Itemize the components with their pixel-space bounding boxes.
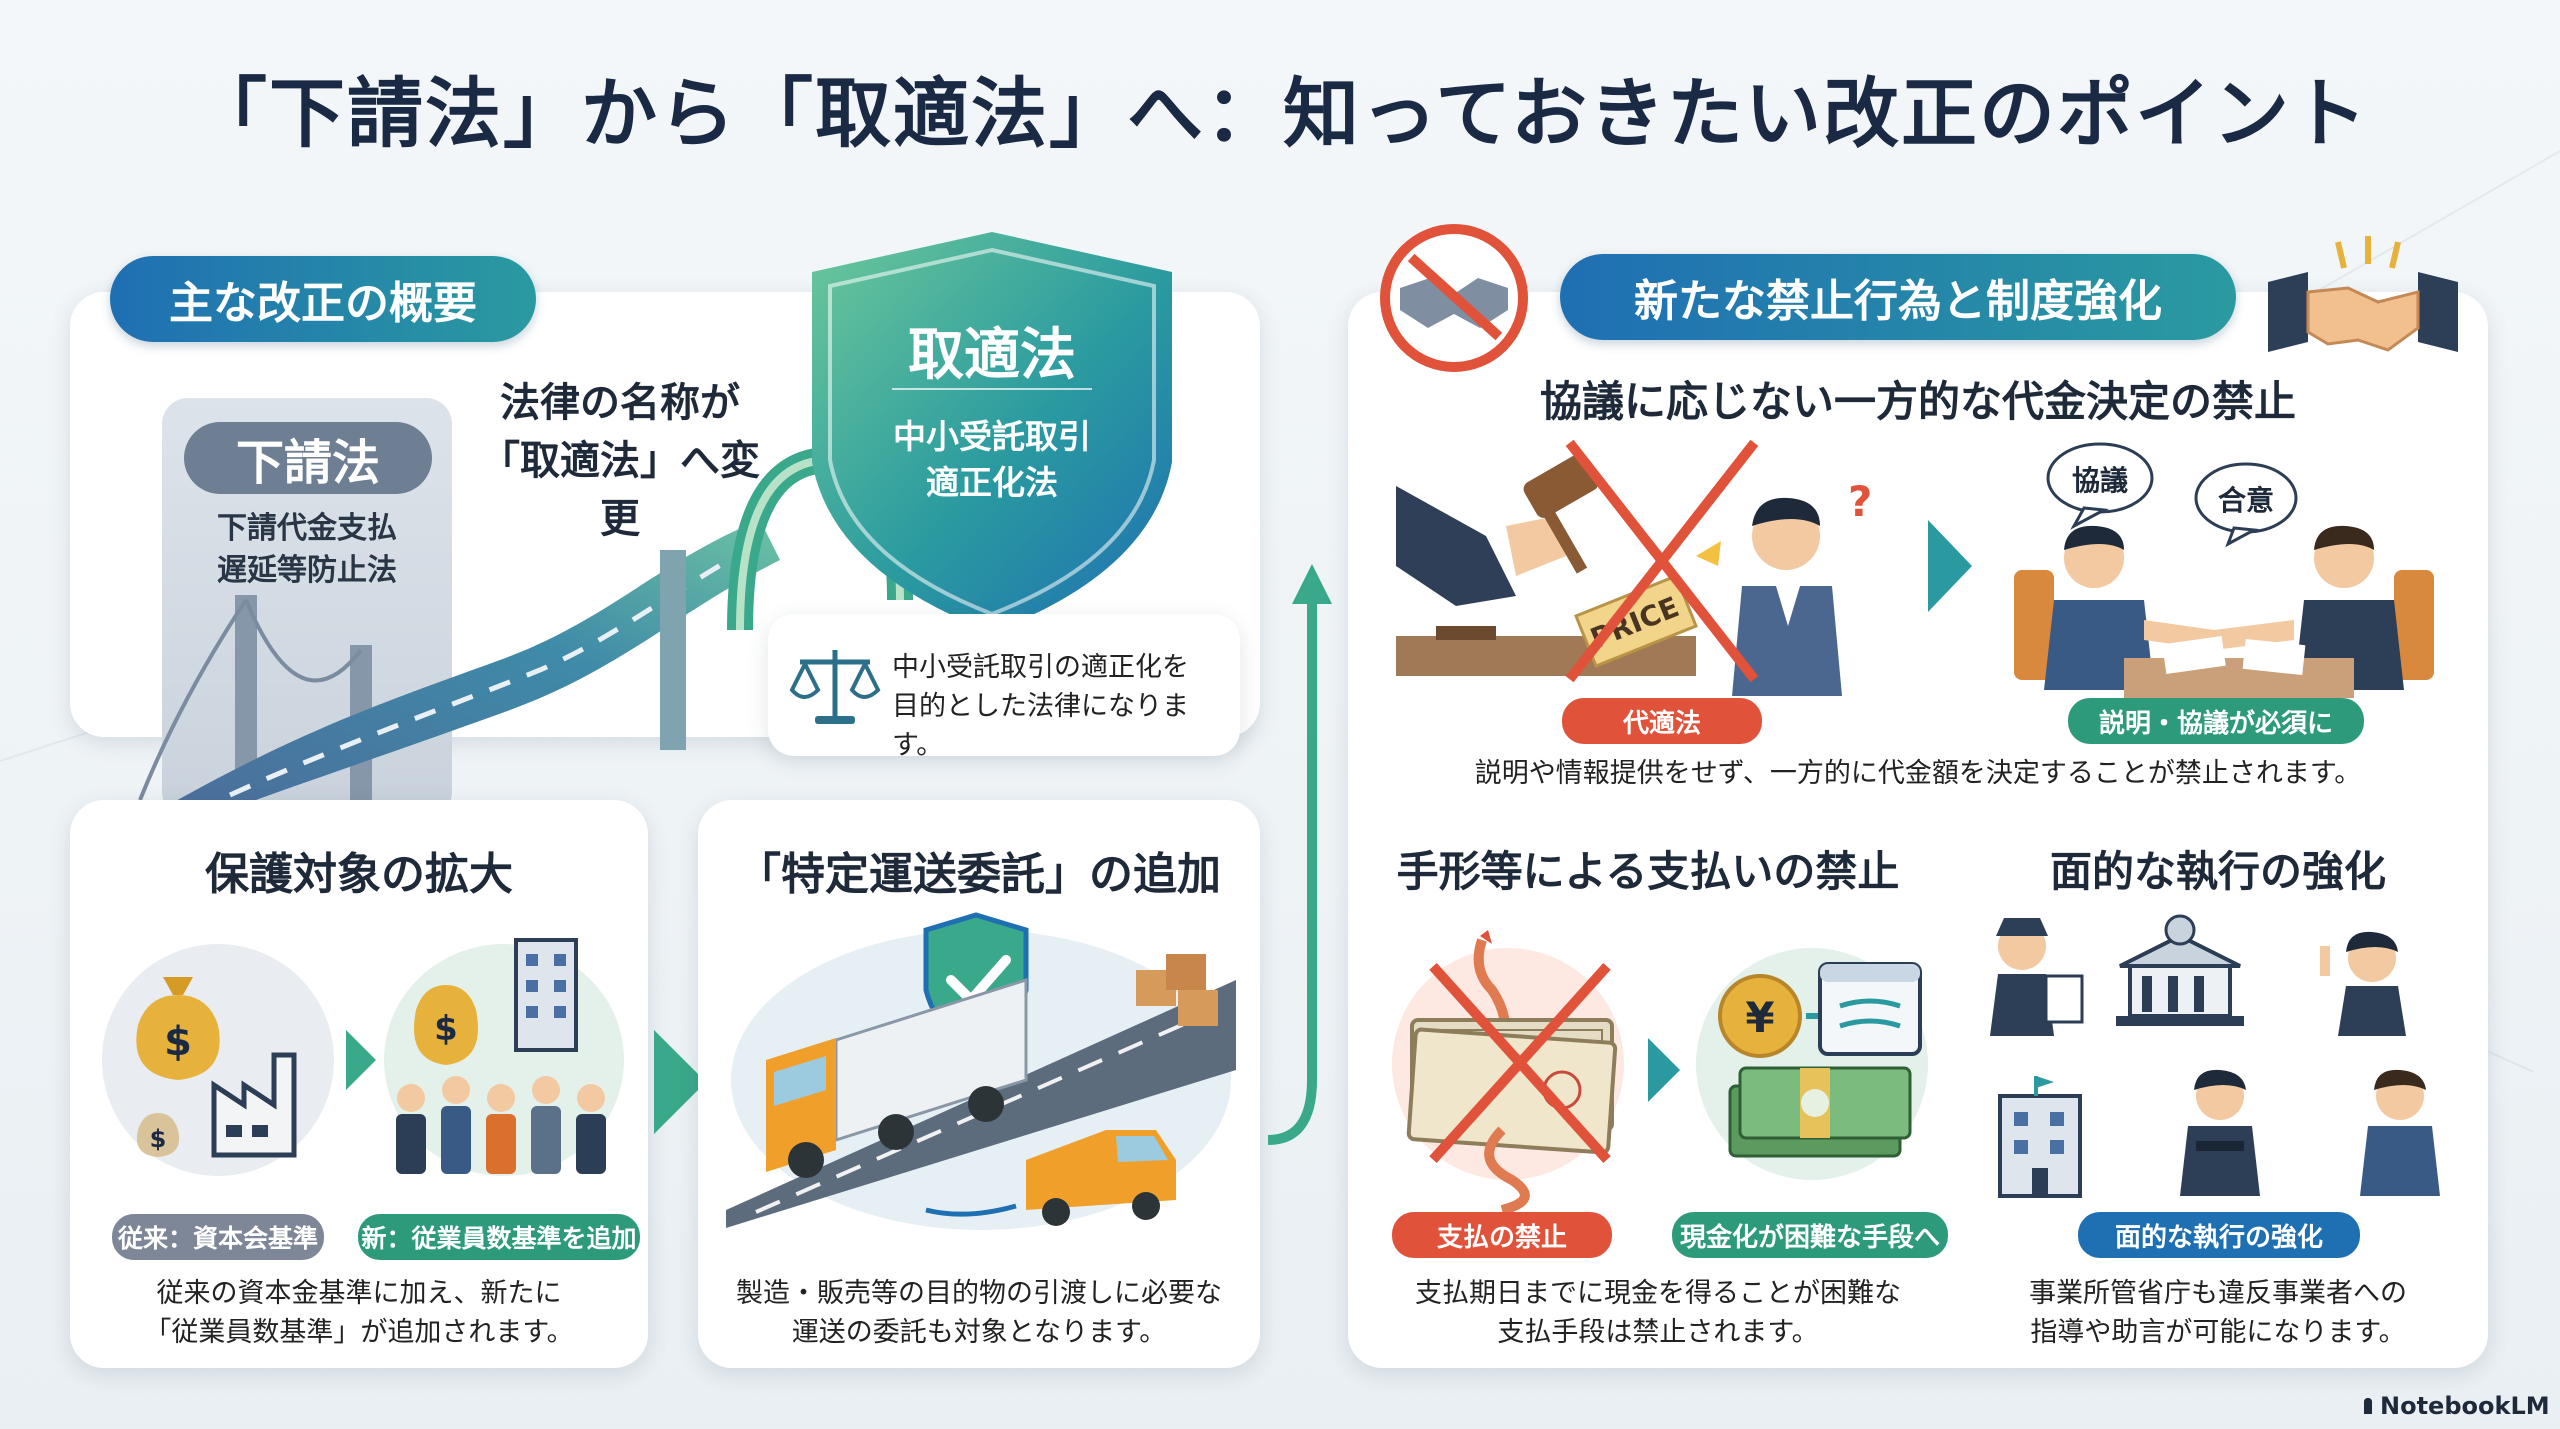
svg-text:$: $ [434, 1009, 458, 1049]
connector-arrow-icon [1267, 564, 1332, 1145]
svg-text:$: $ [150, 1125, 167, 1153]
bill-good-tag: 現金化が困難な手段へ [1672, 1212, 1948, 1258]
transport-heading: 「特定運送委託」の追加 [737, 849, 1221, 900]
name-change-text: 法律の名称が 「取適法」へ変更 [480, 380, 760, 542]
enforcement-tag: 面的な執行の強化 [2078, 1212, 2360, 1258]
new-criteria-tag: 新：従業員数基準を追加 [358, 1214, 640, 1260]
yen-symbol: ¥ [1745, 993, 1774, 1042]
bubble-goi: 合意 [2218, 484, 2274, 517]
money-bag-icon: $ $ [136, 977, 297, 1158]
prohibitions-card [1348, 292, 2488, 1368]
page-title: 「下請法」から「取適法」へ：知っておきたい改正のポイント [191, 69, 2369, 158]
unilateral-heading: 協議に応じない一方的な代金決定の禁止 [1539, 377, 2296, 426]
enforcement-heading: 面的な執行の強化 [2049, 847, 2386, 896]
old-law-name: 下請法 [184, 422, 432, 494]
handshake-deal-icon [2268, 236, 2458, 352]
unilateral-desc: 説明や情報提供をせず、一方的に代金額を決定することが禁止されます。 [1474, 758, 2362, 789]
transport-desc: 製造・販売等の目的物の引渡しに必要な 運送の委託も対象となります。 [736, 1278, 1222, 1349]
purpose-box [768, 614, 1240, 756]
old-criteria-tag: 従来：資本会基準 [112, 1214, 324, 1260]
arrow-icon [346, 1030, 376, 1090]
enforcement-illustration [1990, 914, 2440, 1198]
old-law-fullname: 下請代金支払 遅延等防止法 [217, 511, 397, 588]
overview-pill: 主な改正の概要 [110, 256, 536, 342]
new-law-name: 取適法 [908, 323, 1076, 388]
unilateral-good-tag: 説明・協議が必須に [2068, 698, 2364, 744]
protection-heading: 保護対象の拡大 [205, 849, 513, 900]
truck-illustration [726, 912, 1236, 1230]
workers-icon: $ [396, 938, 606, 1174]
unilateral-decision-illustration: PRICE ? [1396, 454, 1872, 696]
enforcement-desc: 事業所管省庁も違反事業者への 指導や助言が可能になります。 [2029, 1278, 2407, 1349]
shield-divider [892, 388, 1092, 390]
scales-icon [789, 650, 881, 724]
unilateral-bad-tag: 代適法 [1562, 698, 1762, 744]
arrow-icon [654, 1030, 706, 1134]
protection-desc: 従来の資本金基準に加え、新たに 「従業員数基準」が追加されます。 [144, 1278, 574, 1349]
prohibitions-pill: 新たな禁止行為と制度強化 [1560, 254, 2236, 340]
bill-desc: 支払期日までに現金を得ることが困難な 支払手段は禁止されます。 [1415, 1278, 1901, 1349]
purpose-text: 中小受託取引の適正化を 目的とした法律になります。 [892, 652, 1189, 762]
svg-text:?: ? [1848, 477, 1872, 526]
bill-bad-tag: 支払の禁止 [1392, 1212, 1612, 1258]
arrow-icon [1648, 1038, 1680, 1102]
bill-heading: 手形等による支払いの禁止 [1396, 847, 1900, 896]
arrow-icon [1928, 520, 1972, 612]
brand-label: NotebookLM [2380, 1392, 2550, 1420]
cash-icon: ¥ [1718, 962, 1922, 1158]
negotiation-illustration: 協議 合意 [2014, 442, 2434, 698]
svg-text:$: $ [164, 1019, 192, 1065]
new-law-fullname: 中小受託取引 適正化法 [893, 417, 1091, 503]
notebooklm-icon [2364, 1398, 2372, 1414]
notebooklm-logo: NotebookLM [2364, 1392, 2550, 1420]
bubble-kyogi: 協議 [2072, 464, 2128, 497]
